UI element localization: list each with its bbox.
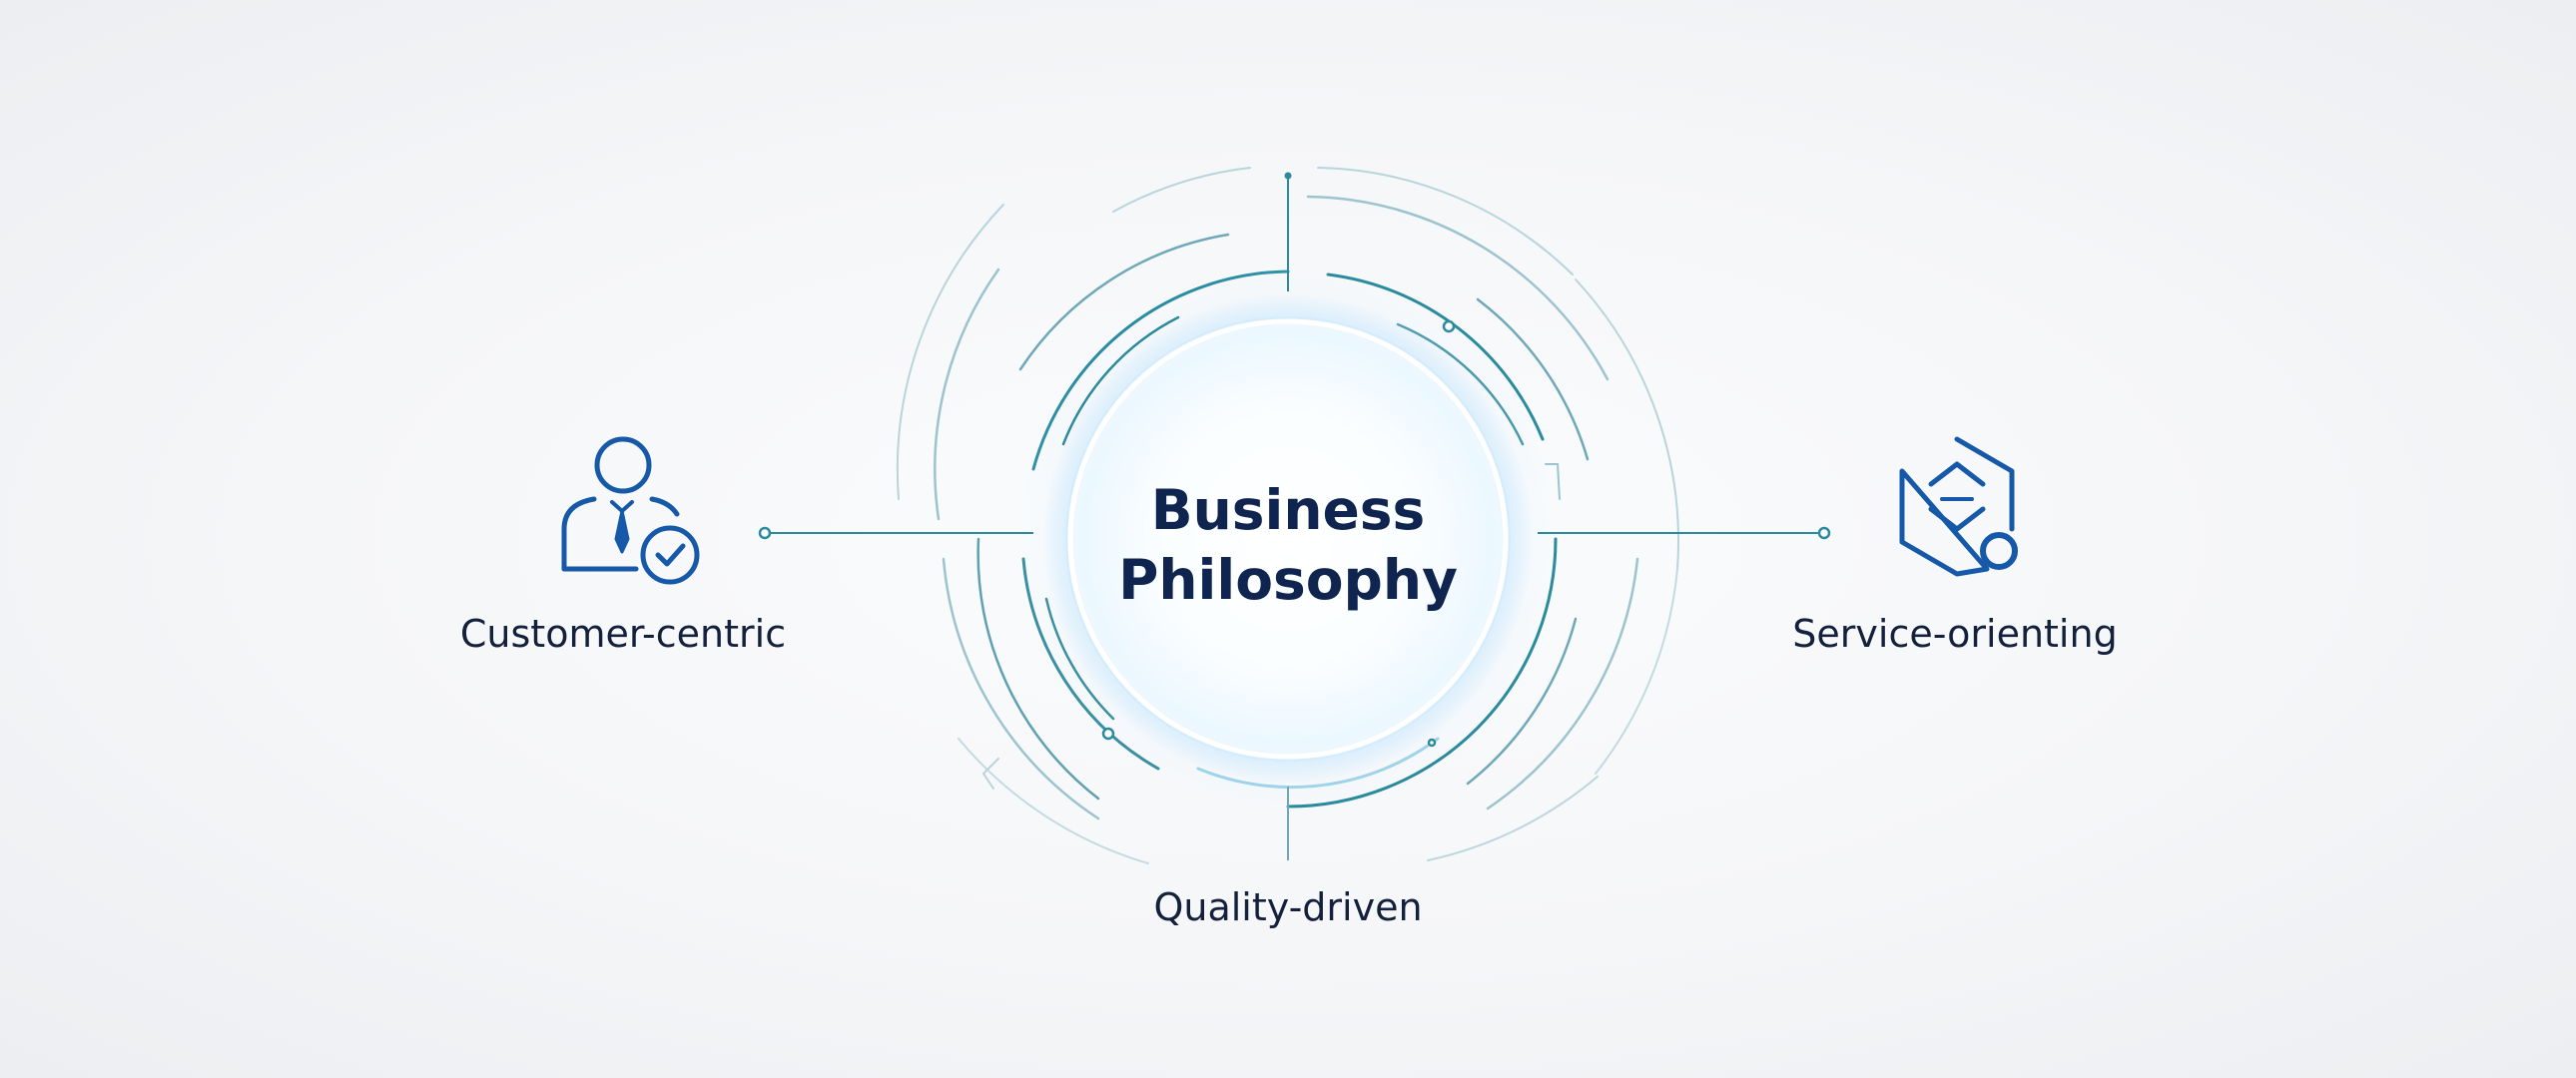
ring-arc	[1427, 776, 1599, 861]
ring-arc	[1112, 167, 1251, 213]
bottom-pillar-label: Quality-driven	[1153, 885, 1422, 929]
ring-arc	[1466, 617, 1578, 786]
ring-arc	[942, 557, 1100, 820]
left-connector-dot	[758, 526, 772, 540]
center-circle	[1067, 318, 1509, 760]
center-title-line1: Business	[1151, 478, 1426, 542]
ring-tick	[1545, 463, 1561, 500]
ring-arc	[1196, 737, 1440, 790]
center-circle-outline	[1065, 316, 1511, 762]
ring-node	[1427, 738, 1437, 748]
center-title-line2: Philosophy	[1118, 548, 1458, 612]
ring-arc	[1575, 278, 1679, 570]
ring-arc	[1476, 297, 1590, 461]
left-pillar-label: Customer-centric	[460, 612, 786, 656]
ring-arc	[1044, 597, 1115, 721]
ring-arc	[1317, 167, 1574, 275]
right-pillar-label: Service-orienting	[1792, 612, 2117, 656]
ring-arc	[1018, 233, 1230, 371]
ring-arc	[934, 268, 1000, 521]
customer-check-icon	[561, 436, 700, 585]
right-connector	[1538, 526, 1831, 540]
ring-nodes	[1101, 319, 1456, 748]
ring-arc	[1021, 557, 1160, 771]
ring-arc	[896, 204, 1004, 500]
left-connector	[758, 526, 1033, 540]
ring-arc	[1326, 272, 1545, 441]
ring-arc	[1286, 537, 1558, 808]
right-connector-dot	[1817, 526, 1831, 540]
ring-arc	[1306, 195, 1610, 381]
vertical-connectors	[1284, 172, 1292, 860]
decorative-rings	[896, 167, 1679, 864]
ring-arc	[976, 537, 1100, 801]
hexagon-service-icon	[1899, 436, 2018, 577]
ring-tick	[981, 758, 999, 790]
ring-arc	[958, 738, 1149, 864]
ring-arc	[1031, 270, 1290, 471]
ring-arc	[1595, 568, 1678, 775]
top-connector-dot	[1284, 172, 1292, 180]
ring-node	[1442, 319, 1456, 333]
ring-node	[1101, 727, 1115, 741]
ring-arc	[1486, 557, 1639, 810]
